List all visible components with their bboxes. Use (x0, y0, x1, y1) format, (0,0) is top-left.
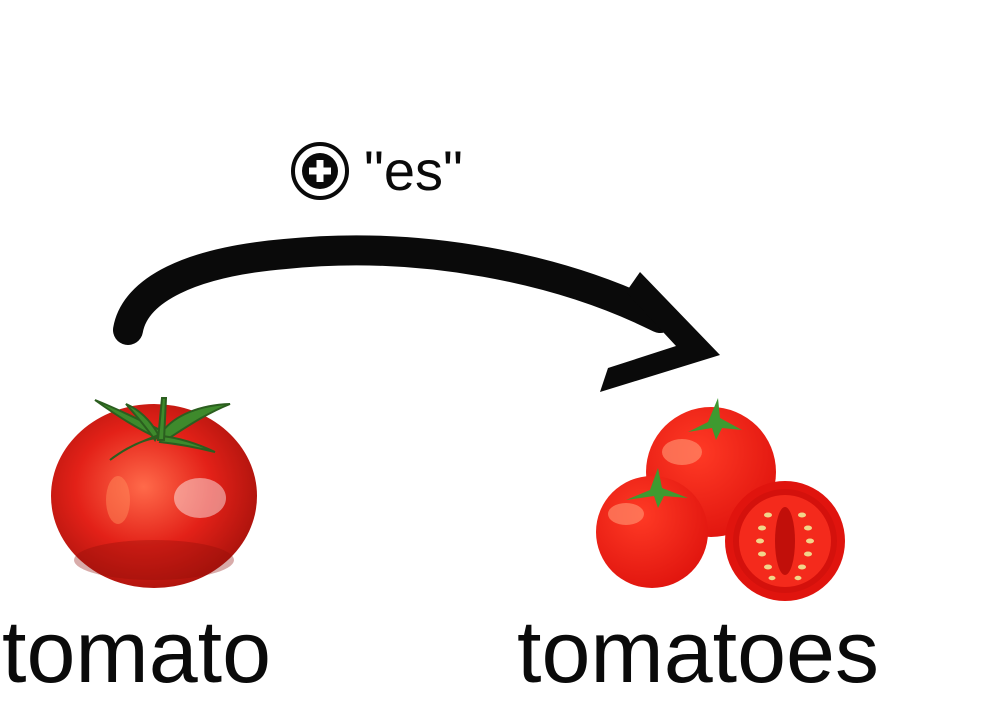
tomato-seeds (756, 512, 814, 581)
tomato-cluster-illustration (596, 398, 845, 601)
arrow-head (600, 272, 720, 392)
curved-arrow (113, 235, 720, 392)
plural-word: tomatoes (517, 602, 879, 701)
suffix-label: "es" (364, 139, 463, 202)
singular-word: tomato (2, 602, 272, 701)
plus-in-circle-icon (291, 142, 349, 200)
suffix-rule: "es" (290, 138, 463, 204)
single-tomato-illustration (51, 397, 257, 588)
